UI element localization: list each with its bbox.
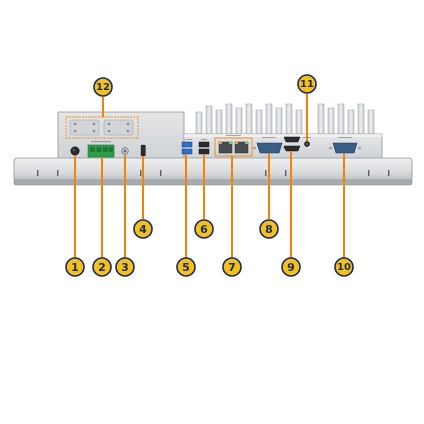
com1-db9-port [253, 142, 286, 154]
callout-label: 1 [71, 261, 79, 274]
usb3-ports [181, 141, 193, 155]
reset-switch [140, 144, 146, 157]
panel-bezel [13, 157, 413, 186]
callout-11: 11 [297, 74, 317, 94]
audio-line-out-jack [304, 141, 310, 147]
callout-2: 2 [92, 257, 112, 277]
callout-10: 10 [334, 257, 354, 277]
callout-7: 7 [222, 257, 242, 277]
ground-screw [121, 147, 129, 155]
callout-label: 3 [121, 261, 129, 274]
callout-label: 7 [228, 261, 236, 274]
callout-1: 1 [65, 257, 85, 277]
callout-label: 2 [98, 261, 106, 274]
hdmi-ports [283, 136, 301, 152]
callout-label: 11 [300, 79, 314, 90]
callout-3: 3 [115, 257, 135, 277]
callout-9: 9 [281, 257, 301, 277]
callout-8: 8 [259, 219, 279, 239]
callout-6: 6 [194, 219, 214, 239]
expansion-slot-covers [65, 116, 139, 139]
callout-label: 12 [96, 82, 110, 93]
power-button [70, 146, 80, 156]
leader-lines [74, 94, 345, 258]
callout-4: 4 [133, 219, 153, 239]
com2-db9-port [329, 142, 361, 154]
callout-label: 4 [139, 223, 147, 236]
callout-label: 8 [265, 223, 273, 236]
lan-ports [214, 137, 253, 157]
bezel-slots [37, 170, 390, 176]
callout-label: 9 [287, 261, 295, 274]
callout-12: 12 [93, 77, 113, 97]
callout-5: 5 [176, 257, 196, 277]
dc-terminal-block [87, 144, 115, 158]
callout-label: 10 [337, 262, 351, 273]
port-labels [91, 135, 352, 143]
callout-label: 6 [200, 223, 208, 236]
heatsink-fins [195, 103, 375, 136]
callout-label: 5 [182, 261, 190, 274]
